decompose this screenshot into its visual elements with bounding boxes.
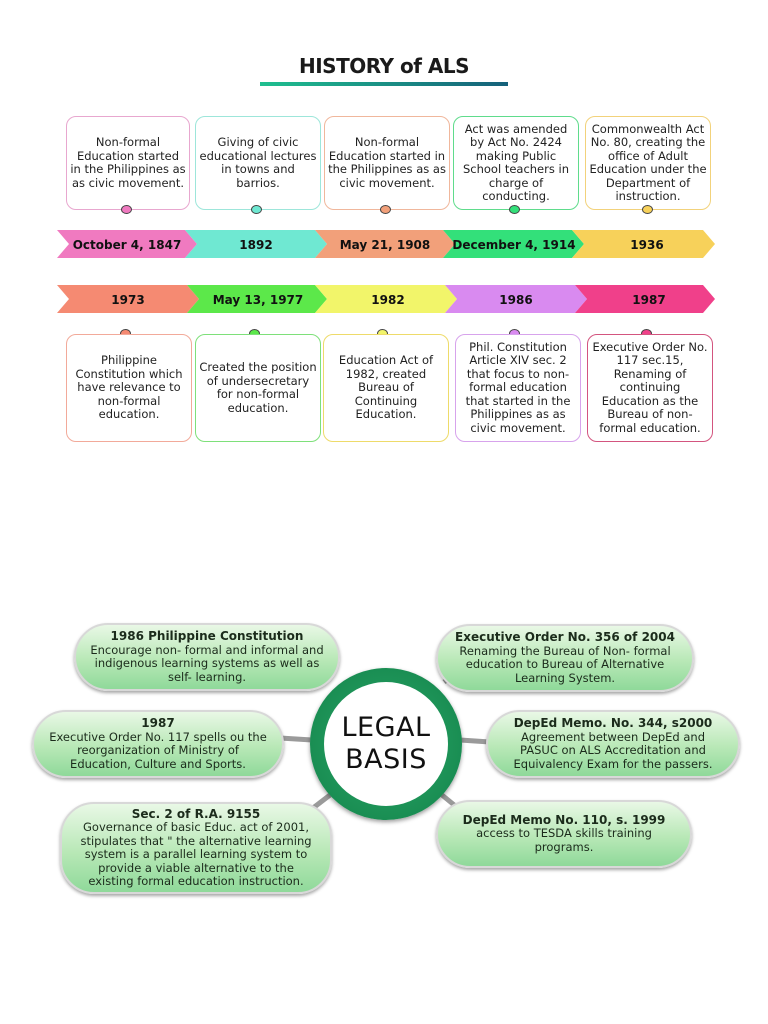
timeline-card-bottom-1: Philippine Constitution which have relev… xyxy=(66,334,192,442)
timeline-card-top-3: Non-formal Education started in the Phil… xyxy=(324,116,450,210)
legal-basis-item-text: Renaming the Bureau of Non- formal educa… xyxy=(459,643,671,685)
page-title: HISTORY of ALS xyxy=(298,54,470,78)
legal-basis-item-title: 1987 xyxy=(141,716,175,730)
legal-basis-item-text: access to TESDA skills training programs… xyxy=(476,826,652,854)
timeline-card-top-2: Giving of civic educational lectures in … xyxy=(195,116,321,210)
timeline-arrow xyxy=(445,285,587,313)
timeline-arrow xyxy=(572,230,715,258)
timeline-date: 1973 xyxy=(111,293,144,307)
legal-basis-item-title: DepEd Memo No. 110, s. 1999 xyxy=(462,812,666,827)
legal-basis-item: 1986 Philippine Constitution Encourage n… xyxy=(74,623,340,691)
timeline-date: December 4, 1914 xyxy=(452,238,575,252)
legal-basis-item-text: Executive Order No. 117 spells ou the re… xyxy=(49,729,267,771)
timeline-card-bottom-3: Education Act of 1982, created Bureau of… xyxy=(323,334,449,442)
timeline-date: 1987 xyxy=(632,293,665,307)
timeline-arrow xyxy=(575,285,715,313)
timeline-arrow xyxy=(443,230,584,258)
timeline-date: 1986 xyxy=(499,293,532,307)
timeline-card-bottom-2: Created the position of undersecretary f… xyxy=(195,334,321,442)
timeline-card-bottom-5: Executive Order No. 117 sec.15, Renaming… xyxy=(587,334,713,442)
timeline-arrow xyxy=(57,285,199,313)
timeline-date: 1936 xyxy=(630,238,663,252)
legal-basis-item-title: 1986 Philippine Constitution xyxy=(110,629,304,643)
legal-basis-item: Executive Order No. 356 of 2004 Renaming… xyxy=(436,624,694,692)
title-underline xyxy=(260,82,508,86)
legal-basis-hub: LEGAL BASIS xyxy=(310,668,462,820)
timeline-date: May 21, 1908 xyxy=(340,238,431,252)
legal-basis-hub-center: LEGAL BASIS xyxy=(324,682,448,806)
timeline-card-top-4: Act was amended by Act No. 2424 making P… xyxy=(453,116,579,210)
timeline-marker xyxy=(509,205,520,214)
timeline-arrow xyxy=(315,230,455,258)
legal-basis-item-title: DepEd Memo. No. 344, s2000 xyxy=(513,716,713,730)
timeline-date: October 4, 1847 xyxy=(73,238,182,252)
timeline-marker xyxy=(380,205,391,214)
legal-basis-item-title: Executive Order No. 356 of 2004 xyxy=(455,630,675,644)
timeline-date: 1982 xyxy=(371,293,404,307)
legal-basis-item-title: Sec. 2 of R.A. 9155 xyxy=(131,806,261,821)
timeline-marker xyxy=(642,205,653,214)
timeline-card-bottom-4: Phil. Constitution Article XIV sec. 2 th… xyxy=(455,334,581,442)
legal-basis-item: DepEd Memo. No. 344, s2000 Agreement bet… xyxy=(486,710,740,778)
legal-basis-item: 1987 Executive Order No. 117 spells ou t… xyxy=(32,710,284,778)
timeline-date: 1892 xyxy=(239,238,272,252)
legal-basis-hub-label-1: LEGAL xyxy=(341,712,431,743)
timeline-marker xyxy=(251,205,262,214)
timeline-card-top-1: Non-formal Education started in the Phil… xyxy=(66,116,190,210)
timeline-arrow xyxy=(185,230,327,258)
legal-basis-item-text: Agreement between DepEd and PASUC on ALS… xyxy=(513,729,713,771)
legal-basis-item-text: Encourage non- formal and informal and i… xyxy=(90,642,324,684)
timeline-arrow xyxy=(315,285,457,313)
timeline-arrow xyxy=(57,230,197,258)
timeline-arrow xyxy=(187,285,327,313)
timeline-card-top-5: Commonwealth Act No. 80, creating the of… xyxy=(585,116,711,210)
legal-basis-hub-label-2: BASIS xyxy=(345,744,427,775)
timeline-date: May 13, 1977 xyxy=(213,293,304,307)
timeline-marker xyxy=(121,205,132,214)
legal-basis-item-text: Governance of basic Educ. act of 2001, s… xyxy=(80,820,312,888)
timeline-arrows: October 4, 1847 1892 May 21, 1908 Decemb… xyxy=(57,230,715,313)
legal-basis-item: Sec. 2 of R.A. 9155 Governance of basic … xyxy=(60,802,332,894)
legal-basis-item: DepEd Memo No. 110, s. 1999 access to TE… xyxy=(436,800,692,868)
